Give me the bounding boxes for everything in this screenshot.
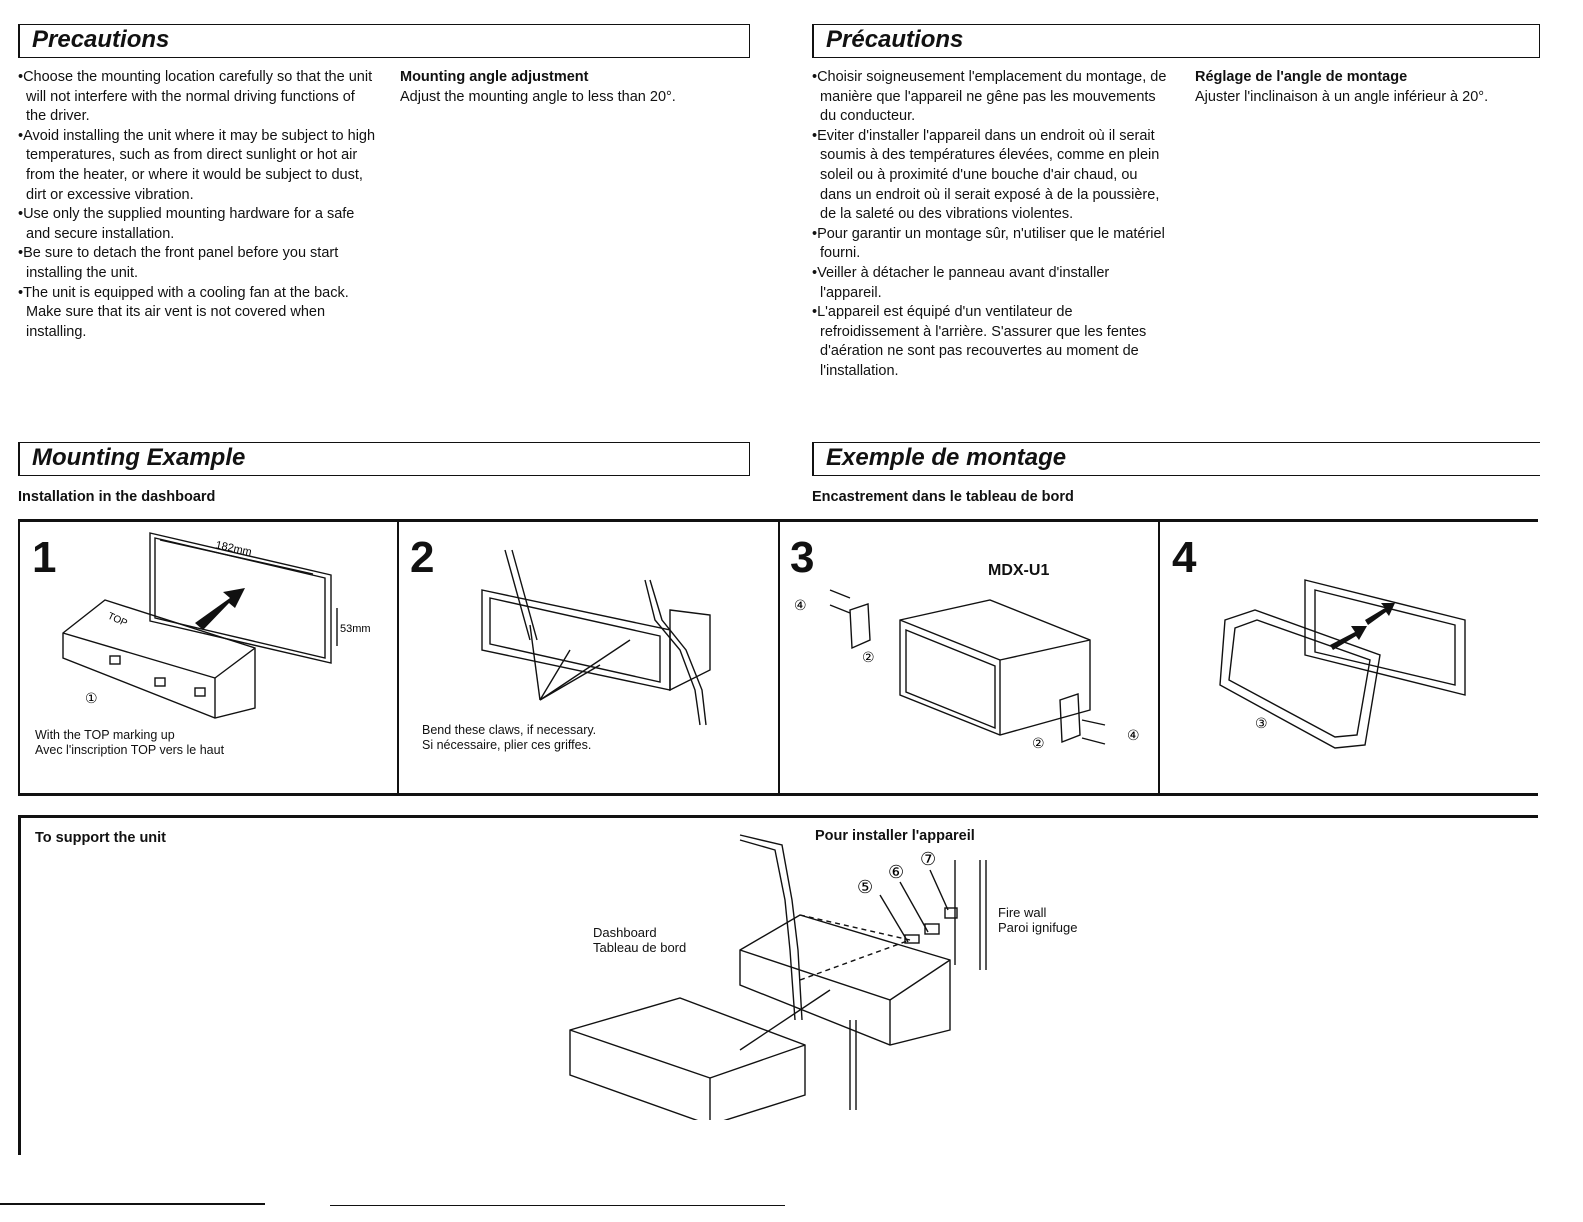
angle-heading-en: Mounting angle adjustment bbox=[400, 69, 589, 85]
dashboard-label: Dashboard Tableau de bord bbox=[593, 925, 687, 955]
step3-illustration: ④ ② ② ④ bbox=[794, 589, 1140, 752]
part-number-5: ⑤ bbox=[857, 877, 873, 898]
step-number-3: 3 bbox=[790, 533, 815, 582]
install-heading-fr: Encastrement dans le tableau de bord bbox=[812, 489, 1074, 505]
part-number-4b: ④ bbox=[1127, 728, 1140, 744]
precautions-list-en: •Choose the mounting location carefully … bbox=[18, 68, 378, 342]
list-item: •Choisir soigneusement l'emplacement du … bbox=[812, 69, 1167, 125]
bottom-rule bbox=[0, 1203, 265, 1205]
bottom-rule bbox=[330, 1205, 785, 1206]
part-number-3: ③ bbox=[1255, 716, 1268, 732]
model-label: MDX-U1 bbox=[988, 562, 1050, 579]
support-heading-en: To support the unit bbox=[35, 830, 167, 846]
step-number-2: 2 bbox=[410, 533, 435, 582]
precautions-title-en: Precautions bbox=[18, 24, 750, 58]
support-illustration: ⑤ ⑥ ⑦ bbox=[569, 834, 987, 1120]
precautions-title-fr: Précautions bbox=[812, 24, 1540, 58]
firewall-label: Fire wall Paroi ignifuge bbox=[998, 905, 1078, 935]
part-number-2b: ② bbox=[1032, 736, 1045, 752]
part-number-7: ⑦ bbox=[920, 849, 936, 870]
step-number-4: 4 bbox=[1172, 533, 1197, 582]
support-frame-left bbox=[18, 815, 21, 1155]
support-frame-top bbox=[18, 815, 780, 818]
list-item: •The unit is equipped with a cooling fan… bbox=[18, 284, 349, 340]
dim-height-label: 53mm bbox=[340, 623, 371, 635]
mounting-title-fr: Exemple de montage bbox=[812, 442, 1540, 476]
list-item: •Be sure to detach the front panel befor… bbox=[18, 245, 339, 281]
step4-illustration: ③ bbox=[1219, 579, 1466, 749]
step1-caption: With the TOP marking up Avec l'inscripti… bbox=[35, 728, 225, 757]
part-number-4a: ④ bbox=[794, 598, 807, 614]
list-item: •L'appareil est équipé d'un ventilateur … bbox=[812, 304, 1147, 379]
support-heading-fr: Pour installer l'appareil bbox=[815, 828, 975, 844]
install-heading-en: Installation in the dashboard bbox=[18, 489, 216, 505]
angle-text-en: Adjust the mounting angle to less than 2… bbox=[400, 89, 676, 105]
precautions-list-fr: •Choisir soigneusement l'emplacement du … bbox=[812, 68, 1167, 382]
divider bbox=[778, 519, 780, 796]
list-item: •Choose the mounting location carefully … bbox=[18, 69, 373, 125]
top-label: TOP bbox=[106, 611, 129, 630]
part-number-6: ⑥ bbox=[888, 862, 904, 883]
angle-text-fr: Ajuster l'inclinaison à un angle inférie… bbox=[1195, 89, 1489, 105]
step1-illustration: 182mm 53mm TOP ① bbox=[62, 532, 371, 719]
angle-heading-fr: Réglage de l'angle de montage bbox=[1195, 69, 1408, 85]
part-number-1: ① bbox=[85, 691, 98, 707]
divider bbox=[397, 519, 399, 796]
mounting-title-en: Mounting Example bbox=[18, 442, 750, 476]
list-item: •Use only the supplied mounting hardware… bbox=[18, 206, 355, 242]
divider bbox=[1158, 519, 1160, 796]
list-item: •Veiller à détacher le panneau avant d'i… bbox=[812, 264, 1110, 301]
list-item: •Pour garantir un montage sûr, n'utilise… bbox=[812, 225, 1165, 262]
support-frame-top-fr bbox=[780, 815, 1538, 818]
list-item: •Avoid installing the unit where it may … bbox=[18, 127, 376, 203]
step-number-1: 1 bbox=[32, 533, 57, 582]
step2-caption: Bend these claws, if necessary. Si néces… bbox=[422, 723, 597, 752]
list-item: •Eviter d'installer l'appareil dans un e… bbox=[812, 127, 1160, 223]
step2-illustration bbox=[481, 549, 711, 726]
part-number-2a: ② bbox=[862, 650, 875, 666]
